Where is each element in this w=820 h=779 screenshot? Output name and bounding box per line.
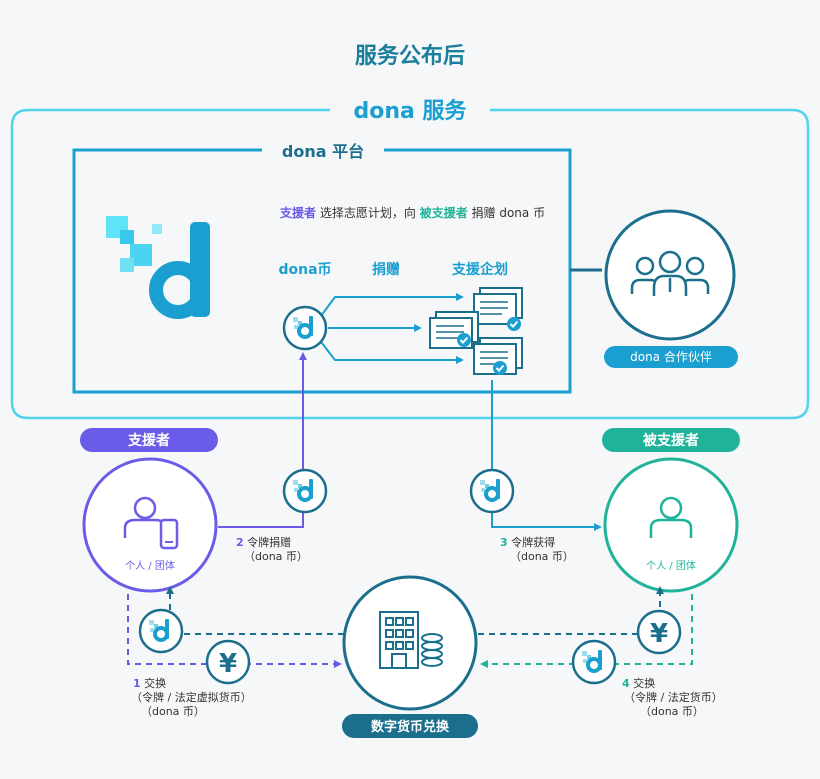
step3-text: 3 令牌获得 bbox=[500, 535, 555, 549]
platform-description: 支援者 选择志愿计划，向 被支援者 捐赠 dona 币 bbox=[279, 205, 545, 220]
supported-caption: 个人 / 团体 bbox=[646, 560, 696, 572]
svg-text:d: d bbox=[178, 291, 179, 293]
step4-yen-icon bbox=[636, 609, 682, 655]
desc-middle: 选择志愿计划，向 bbox=[320, 205, 416, 220]
desc-supporter: 支援者 bbox=[279, 205, 316, 220]
desc-end: 捐赠 dona 币 bbox=[472, 206, 546, 220]
supported-circle bbox=[603, 457, 739, 593]
step1-arrows bbox=[127, 586, 344, 668]
supporter-circle bbox=[82, 457, 218, 593]
platform-flow-arrows bbox=[317, 293, 464, 364]
document-stack-icon bbox=[429, 287, 523, 376]
step1-sub2: （dona 币） bbox=[141, 705, 205, 718]
platform-box-label: dona 平台 bbox=[282, 142, 364, 161]
step1-yen-icon bbox=[205, 639, 251, 685]
supporter-pill bbox=[80, 428, 218, 452]
supporter-label: 支援者 bbox=[127, 432, 170, 449]
step4-sub1: （令牌 / 法定货币） bbox=[624, 690, 723, 704]
step3-sub: （dona 币） bbox=[510, 550, 574, 563]
desc-supported: 被支援者 bbox=[420, 205, 468, 220]
partner-group-icon bbox=[604, 209, 736, 341]
flow-label-project: 支援企划 bbox=[451, 261, 508, 278]
step2-text: 2 令牌捐赠 bbox=[236, 535, 291, 549]
step4-coin-icon bbox=[571, 639, 617, 685]
platform-coin-icon bbox=[282, 305, 328, 351]
partner-pill bbox=[604, 346, 738, 368]
supporter-caption: 个人 / 团体 bbox=[125, 560, 175, 572]
step1-text: 1 交换 bbox=[133, 676, 166, 690]
flow-label-coin: dona币 bbox=[278, 262, 331, 278]
dona-logo-icon: d bbox=[106, 216, 210, 319]
supported-label: 被支援者 bbox=[643, 432, 699, 449]
exchange-label: 数字货币兑换 bbox=[371, 719, 450, 735]
step1-coin-icon bbox=[138, 608, 184, 654]
partner-label: dona 合作伙伴 bbox=[630, 349, 712, 364]
supported-pill bbox=[602, 428, 740, 452]
bank-building-icon bbox=[379, 611, 443, 669]
step4-sub2: （dona 币） bbox=[640, 705, 704, 718]
step2-sub: （dona 币） bbox=[244, 550, 308, 563]
step4-text: 4 交换 bbox=[622, 676, 655, 690]
service-box bbox=[10, 108, 810, 420]
exchange-pill bbox=[342, 714, 478, 738]
person-phone-icon bbox=[123, 496, 179, 550]
page-title: 服务公布后 bbox=[355, 43, 465, 69]
step3-coin-icon bbox=[469, 468, 515, 514]
step2-coin-icon bbox=[282, 468, 328, 514]
service-box-label: dona 服务 bbox=[353, 99, 467, 124]
step1-sub1: （令牌 / 法定虚拟货币） bbox=[131, 690, 252, 704]
platform-box bbox=[72, 148, 572, 394]
flow-label-donate: 捐赠 bbox=[372, 261, 400, 278]
step3-arrow bbox=[491, 380, 602, 531]
step2-arrow bbox=[218, 352, 307, 528]
